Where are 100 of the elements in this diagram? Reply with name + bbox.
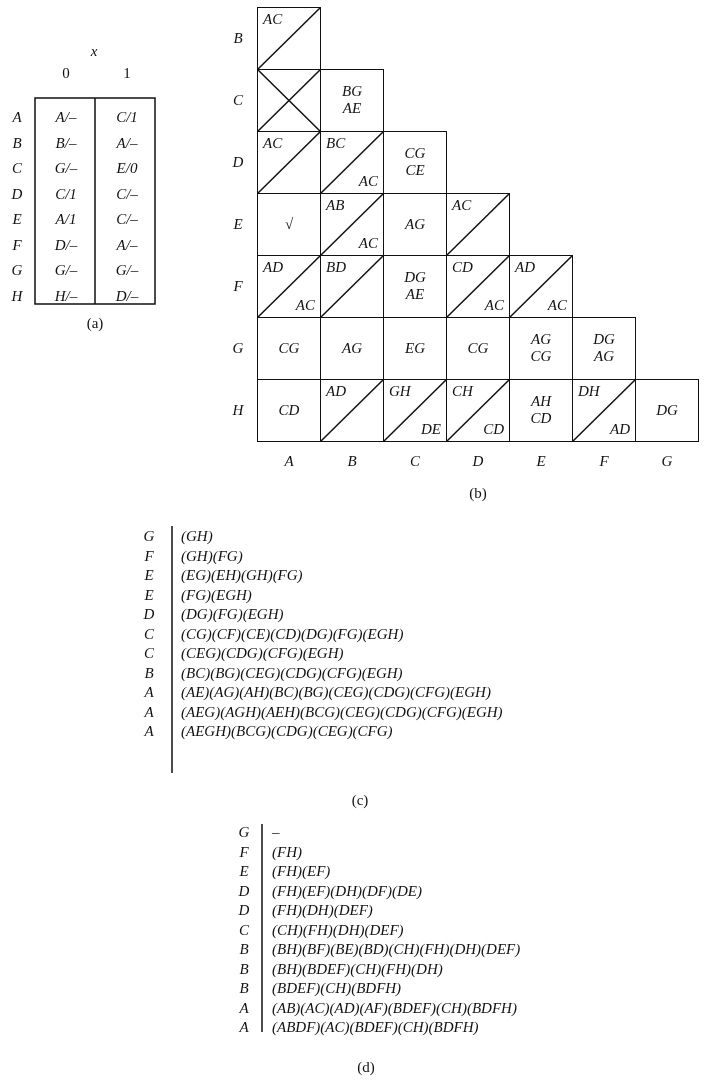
chart-cell	[446, 255, 510, 318]
row-label: H	[232, 401, 244, 419]
expression-text: (FH)(EF)	[272, 862, 331, 880]
cell-text: AD	[263, 259, 283, 276]
cell-text: CD	[483, 421, 504, 438]
expression-text: (AE)(AG)(AH)(BC)(BG)(CEG)(CDG)(CFG)(EGH)	[181, 683, 491, 701]
row-label: H	[11, 286, 23, 305]
table-cell: C/1	[116, 108, 138, 126]
row-label: F	[233, 277, 243, 295]
table-cell: G/–	[115, 261, 139, 279]
cell-text: AC	[358, 235, 378, 252]
cell-text: CE	[405, 162, 425, 179]
row-label: B	[239, 940, 249, 958]
column-label: A	[284, 452, 294, 470]
cell-text: AG	[405, 215, 425, 233]
row-label: G	[232, 339, 244, 357]
cell-text: AC	[295, 297, 315, 314]
table-cell: A/–	[55, 108, 77, 126]
row-label: A	[144, 722, 154, 740]
row-label: C	[12, 159, 22, 177]
cell-text: AD	[515, 259, 535, 276]
cell-text: AD	[610, 421, 630, 438]
cell-text: CH	[452, 383, 473, 400]
row-label: F	[144, 546, 154, 565]
cell-text: DE	[421, 421, 441, 438]
chart-cell	[320, 69, 384, 132]
table-cell: H/–	[54, 286, 78, 305]
cell-text: AH	[531, 393, 551, 410]
row-label: E	[239, 862, 249, 880]
column-label: G	[661, 452, 673, 470]
table-cell: C/–	[116, 210, 138, 228]
cell-text: GH	[389, 383, 411, 400]
cell-text: DG	[404, 269, 426, 286]
row-label: D	[238, 901, 250, 919]
row-label: A	[239, 998, 249, 1017]
chart-cell	[320, 255, 384, 318]
cell-text: CD	[452, 259, 473, 276]
row-label: C	[144, 624, 154, 643]
cell-text: AC	[263, 135, 283, 152]
cell-text: AD	[326, 383, 346, 400]
expression-text: –	[272, 823, 280, 841]
chart-cell	[383, 379, 447, 442]
chart-cell	[509, 255, 573, 318]
chart-cell	[257, 7, 321, 70]
column-label: D	[472, 452, 484, 470]
row-label: D	[11, 184, 23, 203]
row-label: E	[144, 585, 154, 604]
cell-text: BG	[342, 83, 362, 100]
expression-text: (BH)(BF)(BE)(BD)(CH)(FH)(DH)(DEF)	[272, 940, 521, 958]
expression-text: (AEGH)(BCG)(CDG)(CEG)(CFG)	[181, 722, 393, 740]
chart-cell	[320, 193, 384, 256]
row-label: A	[144, 702, 154, 721]
chart-cell	[446, 193, 510, 256]
expression-text: (CEG)(CDG)(CFG)(EGH)	[181, 644, 344, 662]
column-label: B	[347, 452, 357, 470]
cell-text: AC	[358, 173, 378, 190]
cell-text: AE	[405, 286, 425, 303]
table-cell: G/–	[54, 261, 78, 279]
column-header: x	[90, 42, 98, 60]
figure-caption: (a)	[86, 314, 104, 332]
column-header: 1	[123, 64, 131, 82]
chart-cell	[257, 379, 321, 442]
column-label: F	[599, 452, 609, 470]
expression-text: (FH)(DH)(DEF)	[272, 901, 373, 919]
row-label: E	[144, 566, 154, 584]
cell-text: DH	[578, 383, 600, 400]
figure-caption: (d)	[357, 1058, 375, 1076]
expression-text: (ABDF)(AC)(BDEF)(CH)(BDFH)	[272, 1018, 479, 1036]
row-label: B	[12, 133, 22, 152]
row-label: D	[143, 605, 155, 623]
table-cell: E/0	[116, 159, 138, 177]
expression-text: (FG)(EGH)	[181, 585, 252, 604]
expression-text: (EG)(EH)(GH)(FG)	[181, 566, 303, 584]
expression-text: (BH)(BDEF)(CH)(FH)(DH)	[272, 959, 443, 978]
cell-text: DG	[656, 401, 678, 419]
chart-cell	[572, 317, 636, 380]
expression-text: (AB)(AC)(AD)(AF)(BDEF)(CH)(BDFH)	[272, 998, 517, 1017]
cell-text: AG	[531, 331, 551, 348]
cell-text: CD	[278, 401, 300, 419]
cell-text: BD	[326, 259, 346, 276]
cell-text: BC	[326, 135, 346, 152]
column-label: C	[410, 452, 420, 470]
cell-text: AC	[452, 197, 472, 214]
row-label: C	[239, 920, 249, 939]
expression-text: (BDEF)(CH)(BDFH)	[272, 979, 402, 997]
cell-text: AC	[547, 297, 567, 314]
expression-text: (AEG)(AGH)(AEH)(BCG)(CEG)(CDG)(CFG)(EGH)	[181, 702, 503, 721]
row-label: D	[232, 153, 244, 171]
expression-text: (FH)	[272, 842, 302, 861]
table-cell: G/–	[54, 159, 78, 177]
row-label: G	[143, 527, 155, 545]
cell-text: DG	[593, 331, 615, 348]
cell-text: CG	[467, 339, 489, 357]
row-label: G	[11, 261, 23, 279]
cell-text: CG	[530, 348, 552, 365]
expression-text: (DG)(FG)(EGH)	[181, 605, 284, 623]
row-label: B	[233, 29, 243, 47]
expression-text: (FH)(EF)(DH)(DF)(DE)	[272, 881, 422, 900]
chart-cell	[572, 379, 636, 442]
cell-text: AE	[342, 100, 362, 117]
